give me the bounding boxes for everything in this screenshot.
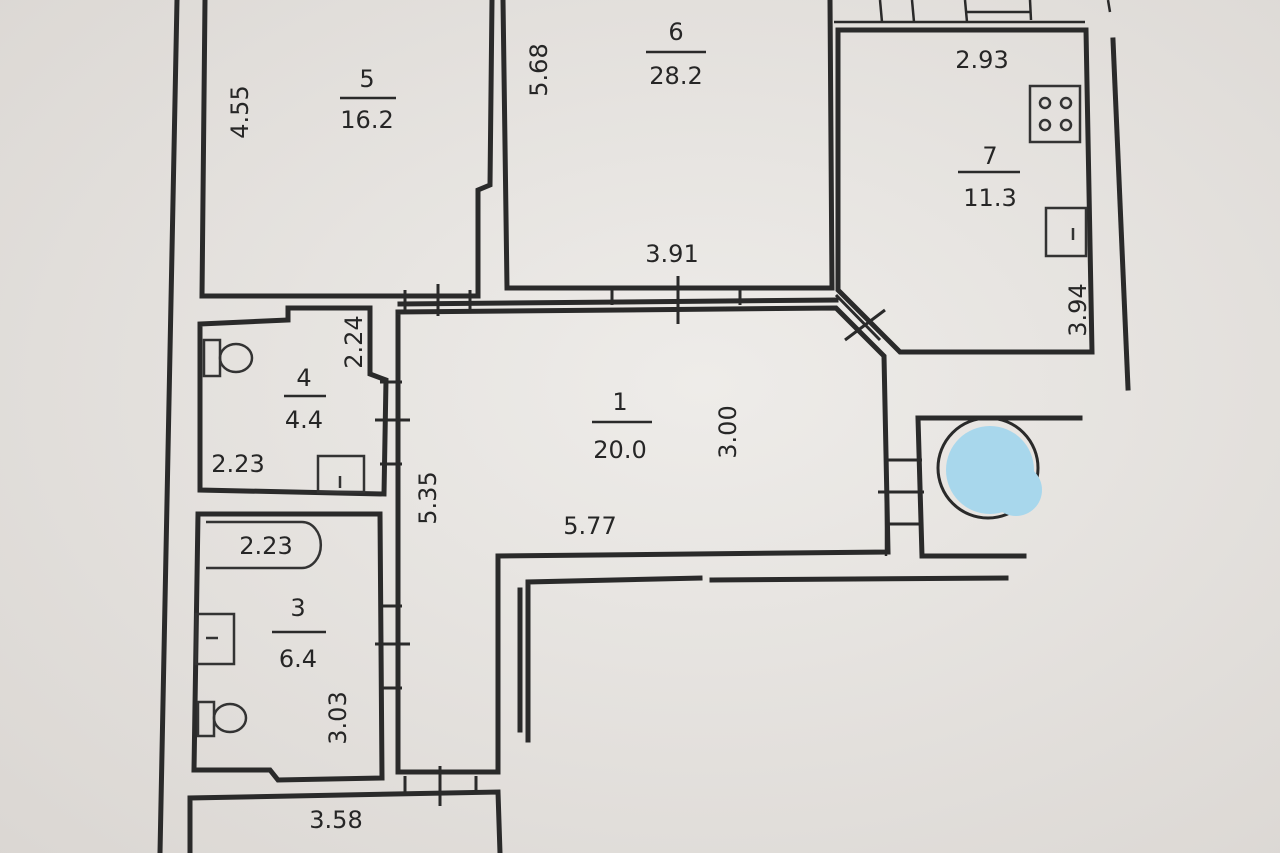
dimension-room3-height: 3.03 <box>324 691 352 744</box>
sink-icon <box>1044 206 1088 258</box>
room-area: 4.4 <box>285 406 323 434</box>
stove-icon <box>1028 84 1082 144</box>
dimension-room7-height: 3.94 <box>1064 283 1092 336</box>
room-7-label: 7 11.3 <box>958 142 1020 212</box>
dimension-room4-height: 2.24 <box>340 315 368 368</box>
lower-right-walls <box>517 575 1009 743</box>
room-4-label: 4 4.4 <box>284 364 326 434</box>
dimension-bottom-room-width: 3.58 <box>309 806 362 834</box>
basin-icon-room-3 <box>194 612 236 666</box>
room-number: 1 <box>612 388 627 416</box>
dimension-room4-width: 2.23 <box>211 450 264 478</box>
toilet-icon-room-3 <box>196 700 248 738</box>
door-marks <box>375 276 924 806</box>
room-area: 11.3 <box>963 184 1016 212</box>
room-5-walls <box>199 0 495 299</box>
toilet-icon-room-4 <box>202 338 254 378</box>
room-area: 28.2 <box>649 62 702 90</box>
bottom-room-walls <box>187 789 503 853</box>
dimension-corridor-length: 5.35 <box>414 471 442 524</box>
dimension-room6-height: 5.68 <box>525 43 553 96</box>
room-number: 6 <box>668 18 683 46</box>
basin-icon-room-4 <box>316 454 366 494</box>
room-number: 7 <box>982 142 997 170</box>
room-1-label: 1 20.0 <box>592 388 652 464</box>
room-area: 16.2 <box>340 106 393 134</box>
dimension-room1-height: 3.00 <box>714 405 742 458</box>
room-7-walls <box>835 27 1095 355</box>
dimension-room7-width: 2.93 <box>955 46 1008 74</box>
outer-wall-left <box>157 0 180 853</box>
room-6-label: 6 28.2 <box>646 18 706 90</box>
dimension-room1-width: 5.77 <box>563 512 616 540</box>
outer-wall-right <box>1110 37 1131 391</box>
room-number: 5 <box>359 65 374 93</box>
room-number: 4 <box>296 364 311 392</box>
dimension-room6-width: 3.91 <box>645 240 698 268</box>
dimension-room3-width: 2.23 <box>239 532 292 560</box>
room-3-label: 3 6.4 <box>272 594 326 673</box>
dimension-room5-height: 4.55 <box>226 85 254 138</box>
window-top-right <box>834 0 1112 24</box>
room-6-walls <box>500 0 835 291</box>
room-number: 3 <box>290 594 305 622</box>
room-area: 6.4 <box>279 645 317 673</box>
room-4-walls <box>197 305 389 497</box>
room-5-label: 5 16.2 <box>340 65 396 134</box>
blurred-mark <box>936 416 1042 520</box>
room-3-walls <box>191 511 385 783</box>
bathtub-icon <box>206 520 323 570</box>
room-1-walls <box>395 297 891 775</box>
room-area: 20.0 <box>593 436 646 464</box>
